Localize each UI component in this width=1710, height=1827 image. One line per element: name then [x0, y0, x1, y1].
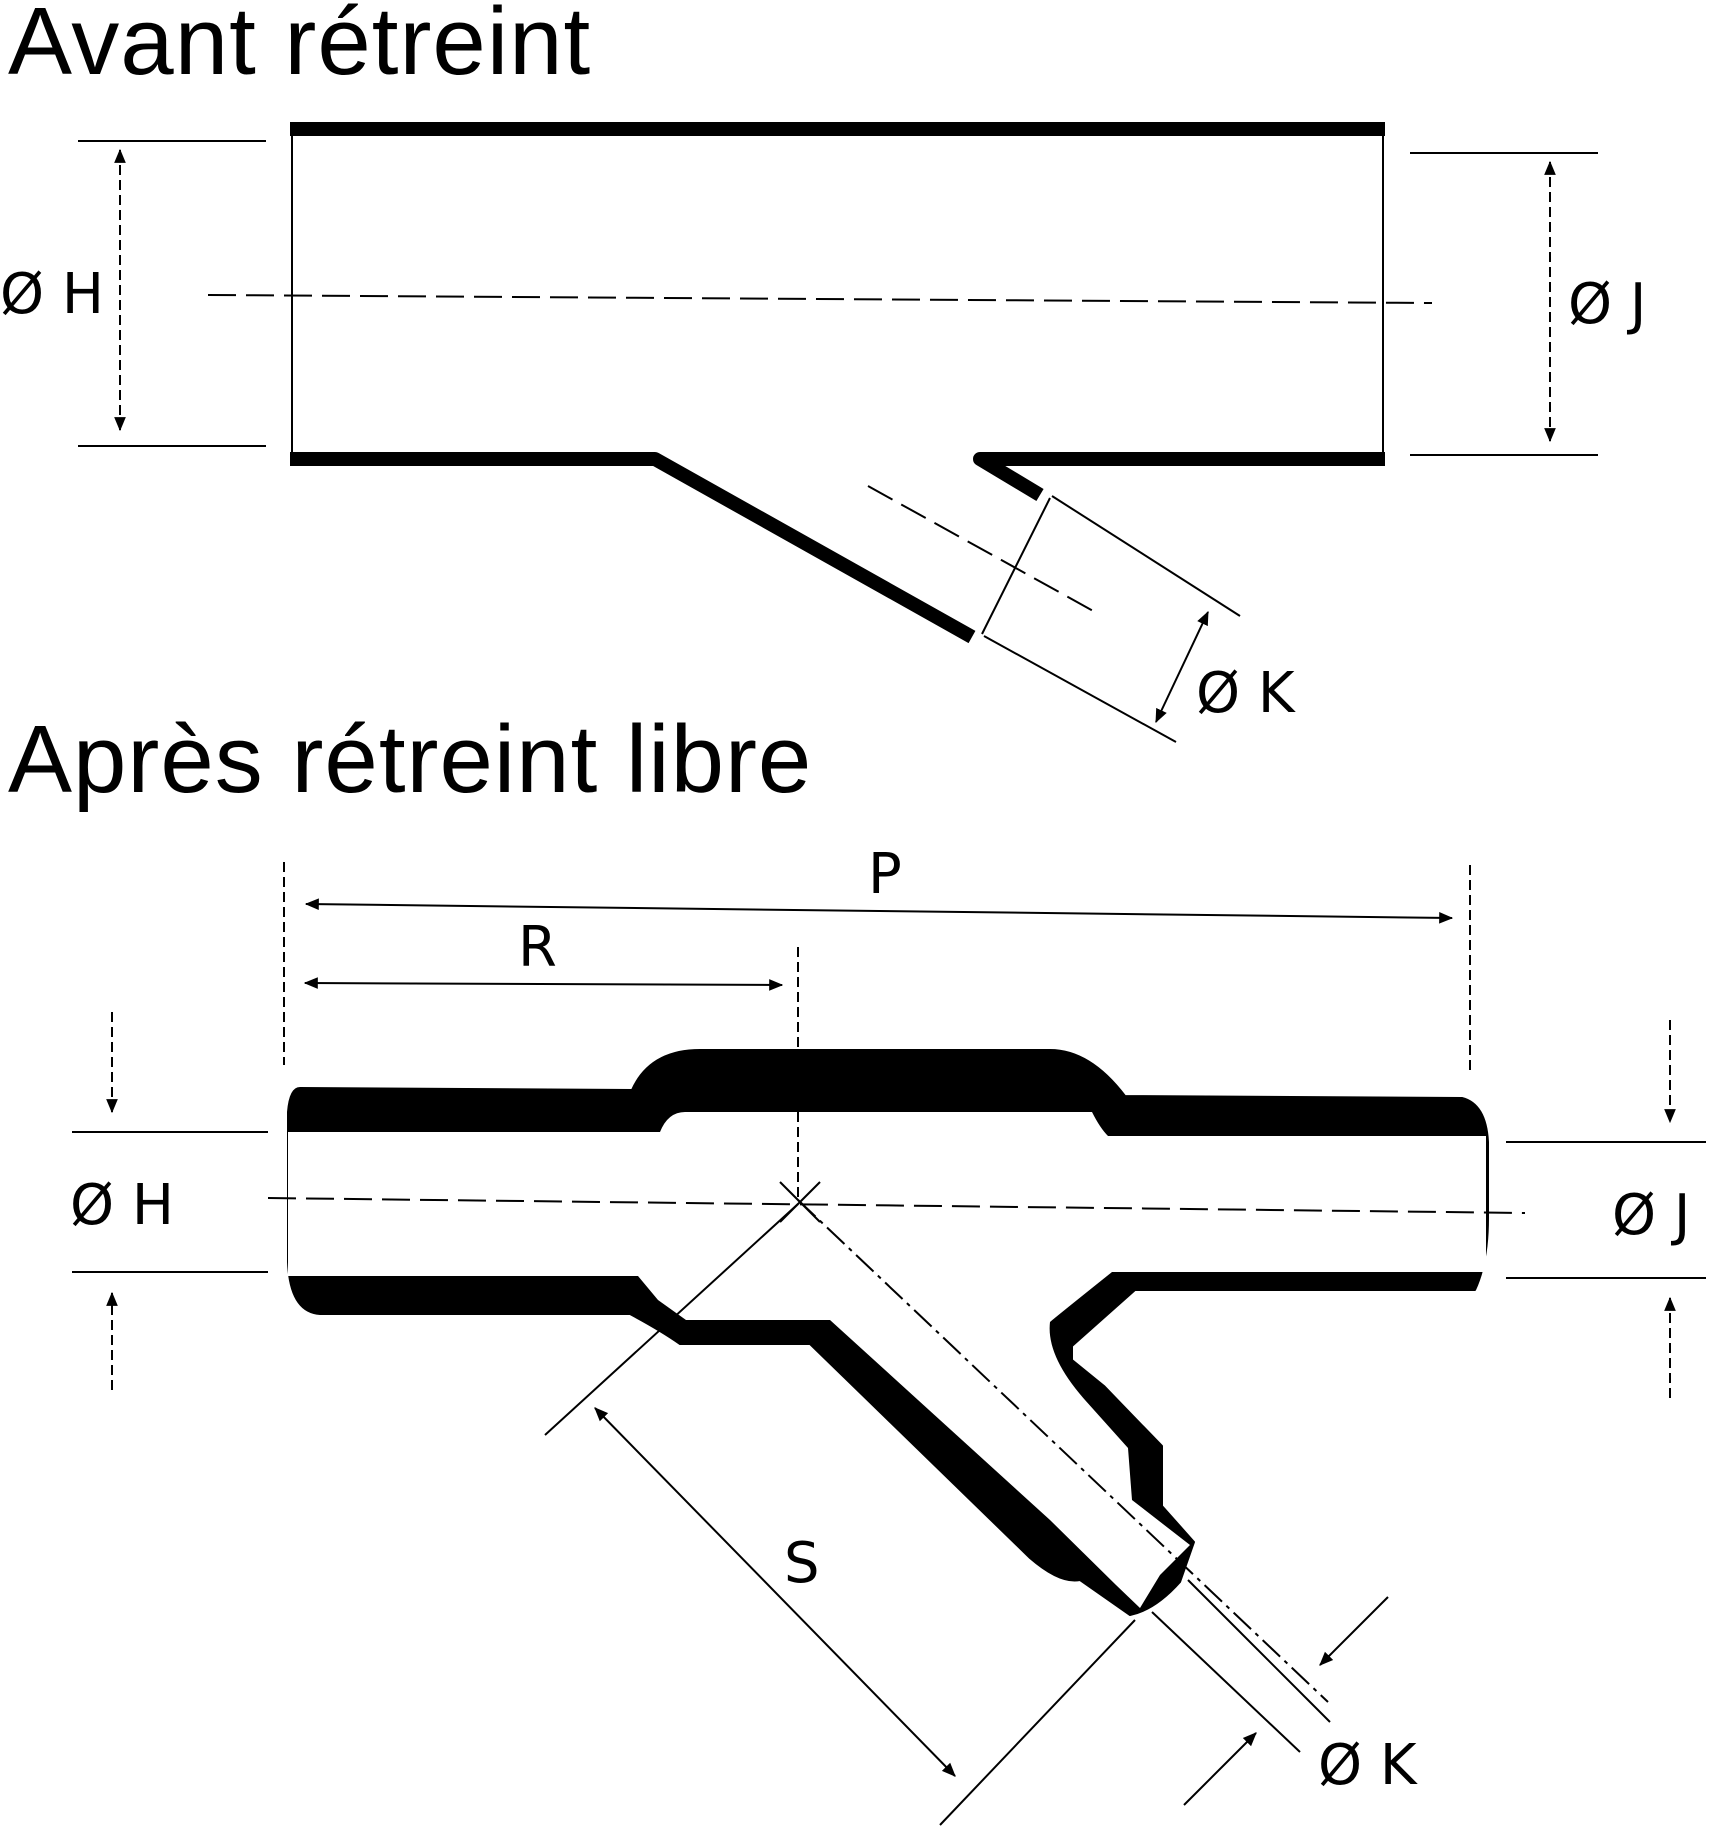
tube-bottom-wall [290, 452, 976, 644]
k-ext-bottom-after [1151, 1611, 1301, 1753]
main-centerline [207, 294, 1433, 304]
label-dia-j-after: Ø J [1612, 1183, 1690, 1248]
label-dia-h-after: Ø H [70, 1173, 174, 1238]
label-p: P [868, 842, 902, 907]
title-before-shrink: Avant rétreint [8, 0, 592, 95]
label-dia-h: Ø H [0, 262, 104, 327]
main-centerline-after [267, 1197, 1526, 1214]
branch-centerline-after [797, 1199, 1329, 1703]
label-dia-k: Ø K [1196, 661, 1296, 726]
k-arrow-in-bottom [1183, 1732, 1257, 1806]
branch-centerline [867, 485, 1096, 613]
s-dimension-arrow [594, 1407, 956, 1777]
s-ext-start [544, 1203, 799, 1436]
s-ext-end [939, 1619, 1136, 1826]
r-dimension-arrow [303, 977, 784, 991]
branch-end [981, 497, 1051, 635]
p-dimension-arrow [304, 898, 1454, 924]
before-shrink-drawing: Ø H Ø J Ø K [0, 122, 1646, 743]
k-ext-bottom [983, 635, 1177, 743]
k-ext-top-after [1187, 1579, 1331, 1723]
after-shrink-drawing: P R S Ø H Ø J Ø K [70, 842, 1706, 1826]
label-dia-k-after: Ø K [1318, 1733, 1418, 1798]
k-ext-top [1051, 495, 1241, 617]
k-arrow-in-top [1319, 1596, 1389, 1666]
label-s: S [784, 1531, 820, 1596]
branch-upper-wall [973, 452, 1385, 502]
label-r: R [518, 915, 557, 980]
title-after-free-shrink: Après rétreint libre [8, 706, 813, 813]
label-dia-j: Ø J [1568, 272, 1646, 337]
k-dimension-arrow [1155, 610, 1209, 724]
shrunk-boot-bore [288, 1112, 1486, 1608]
